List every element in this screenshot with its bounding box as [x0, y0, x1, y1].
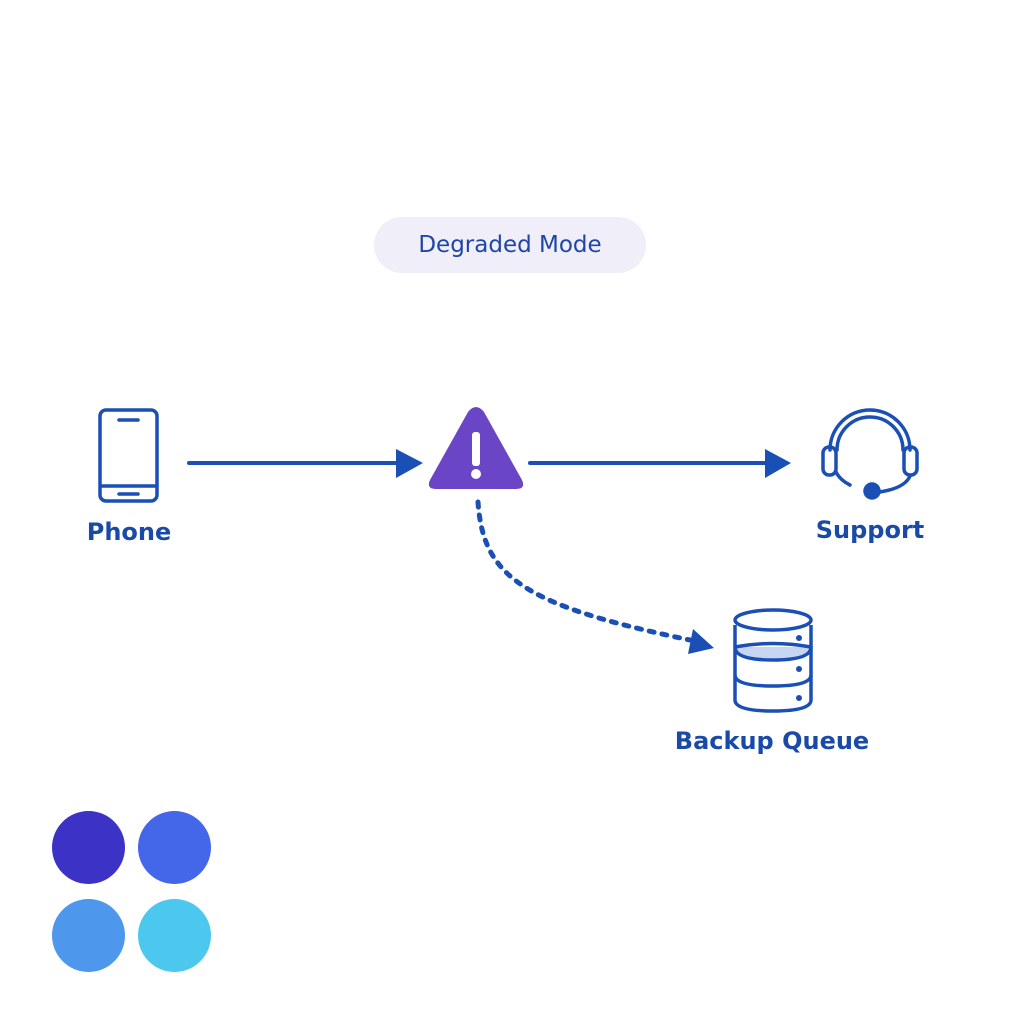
support-label: Support [815, 516, 925, 544]
palette-swatch-4 [138, 899, 211, 972]
palette-swatch-3 [52, 899, 125, 972]
phone-icon [98, 408, 159, 503]
phone-label: Phone [86, 518, 172, 546]
headset-icon [821, 408, 919, 500]
edge-warning-to-backup [475, 499, 714, 654]
palette-swatch-2 [138, 811, 211, 884]
palette-swatch-1 [52, 811, 125, 884]
edge-warning-to-support [528, 449, 791, 478]
warning-triangle-icon [428, 407, 524, 489]
edge-phone-to-warning [187, 449, 423, 478]
degraded-mode-badge: Degraded Mode [374, 217, 646, 273]
database-icon [733, 608, 813, 713]
badge-text: Degraded Mode [418, 232, 602, 258]
backup-queue-label: Backup Queue [674, 727, 870, 755]
